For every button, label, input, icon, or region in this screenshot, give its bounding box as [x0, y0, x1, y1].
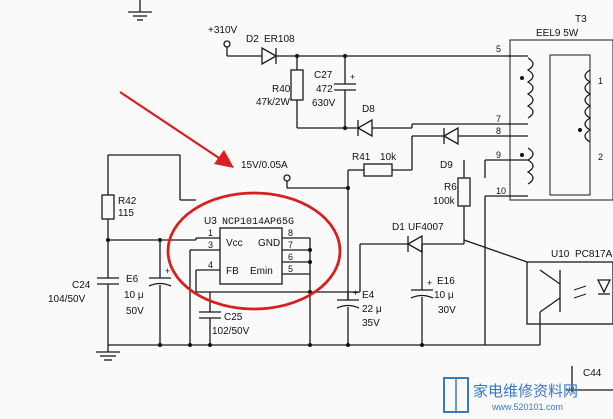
d8-ref: D8 — [362, 104, 375, 115]
u3-part: NCP1014AP65G — [222, 217, 294, 228]
d2-value: ER108 — [264, 34, 295, 45]
r41-value: 10k — [380, 152, 397, 163]
d2-ref: D2 — [246, 34, 259, 45]
svg-text:10: 10 — [496, 186, 506, 196]
svg-text:4: 4 — [208, 260, 213, 270]
u3-gnd-label: GND — [258, 238, 280, 249]
vcc-note: 15V/0.05A — [241, 160, 288, 171]
e4-ref: E4 — [362, 290, 375, 301]
e4-rating: 35V — [362, 318, 380, 329]
ground-symbol-bottom — [96, 345, 120, 361]
e4-value: 22 μ — [362, 304, 382, 315]
c44-ref: C44 — [583, 368, 602, 379]
diode-d1 — [406, 234, 423, 254]
svg-text:1: 1 — [598, 76, 603, 86]
t3-value: EEL9 5W — [536, 28, 579, 39]
transformer-t3 — [508, 39, 613, 201]
c24-ref: C24 — [72, 280, 91, 291]
watermark-text: 家电维修资料网 — [473, 382, 578, 400]
t3-ref: T3 — [575, 14, 587, 25]
ic-u3 — [219, 227, 283, 285]
svg-text:+: + — [353, 288, 358, 298]
d9-ref: D9 — [440, 160, 453, 171]
svg-text:8: 8 — [288, 228, 293, 238]
diode-d2 — [261, 46, 278, 66]
e6-rating: 50V — [126, 306, 144, 317]
watermark-url: www.520101.com — [491, 402, 563, 412]
diode-d9 — [442, 126, 459, 146]
u10-ref: U10 — [551, 249, 570, 260]
resistor-r6 — [457, 177, 471, 207]
svg-text:7: 7 — [496, 114, 501, 124]
u3-vcc-label: Vcc — [226, 238, 243, 249]
e16-value: 10 μ — [434, 290, 454, 301]
r42-value: 115 — [118, 208, 134, 219]
svg-text:7: 7 — [288, 240, 293, 250]
d1-value: UF4007 — [408, 222, 444, 233]
svg-text:9: 9 — [496, 150, 501, 160]
svg-text:2: 2 — [598, 152, 603, 162]
u3-emin-label: Emin — [250, 266, 273, 277]
e6-value: 10 μ — [124, 290, 144, 301]
vcc-test-point — [283, 174, 291, 182]
c25-ref: C25 — [224, 312, 243, 323]
svg-text:+: + — [427, 278, 432, 288]
r41-ref: R41 — [352, 152, 371, 163]
highlight-ellipse — [166, 191, 342, 311]
svg-text:1: 1 — [208, 228, 213, 238]
c27-value: 472 — [316, 84, 333, 95]
resistor-r42 — [101, 194, 115, 220]
c25-value: 102/50V — [212, 326, 250, 337]
resistor-r40 — [290, 69, 304, 101]
r42-ref: R42 — [118, 196, 137, 207]
u3-fb-label: FB — [226, 266, 239, 277]
r6-ref: R6 — [444, 182, 457, 193]
optocoupler-u10 — [526, 261, 613, 325]
svg-text:3: 3 — [208, 240, 213, 250]
u10-value: PC817A — [575, 249, 613, 260]
r6-value: 100k — [433, 196, 456, 207]
e16-ref: E16 — [437, 276, 455, 287]
supply-label: +310V — [208, 25, 238, 36]
r40-ref: R40 — [272, 84, 291, 95]
c24-value: 104/50V — [48, 294, 86, 305]
resistor-r41 — [363, 163, 393, 177]
svg-text:+: + — [165, 266, 170, 276]
watermark: 家电维修资料网 www.520101.com — [443, 377, 578, 413]
d1-ref: D1 — [392, 222, 405, 233]
highlight-arrow — [119, 91, 234, 168]
svg-text:+: + — [350, 72, 355, 82]
svg-text:5: 5 — [288, 264, 293, 274]
supply-terminal — [223, 40, 231, 48]
c27-ref: C27 — [314, 70, 333, 81]
capacitor-e6 — [148, 282, 172, 287]
e6-ref: E6 — [126, 274, 139, 285]
svg-text:5: 5 — [496, 44, 501, 54]
capacitor-e4 — [336, 304, 360, 309]
u3-ref: U3 — [204, 216, 217, 227]
diode-d8 — [356, 118, 373, 138]
e16-rating: 30V — [438, 305, 456, 316]
svg-text:6: 6 — [288, 252, 293, 262]
ground-symbol-top — [128, 0, 152, 21]
svg-text:8: 8 — [496, 126, 501, 136]
c27-rating: 630V — [312, 98, 336, 109]
r40-value: 47k/2W — [256, 97, 290, 108]
capacitor-e16 — [410, 294, 434, 299]
